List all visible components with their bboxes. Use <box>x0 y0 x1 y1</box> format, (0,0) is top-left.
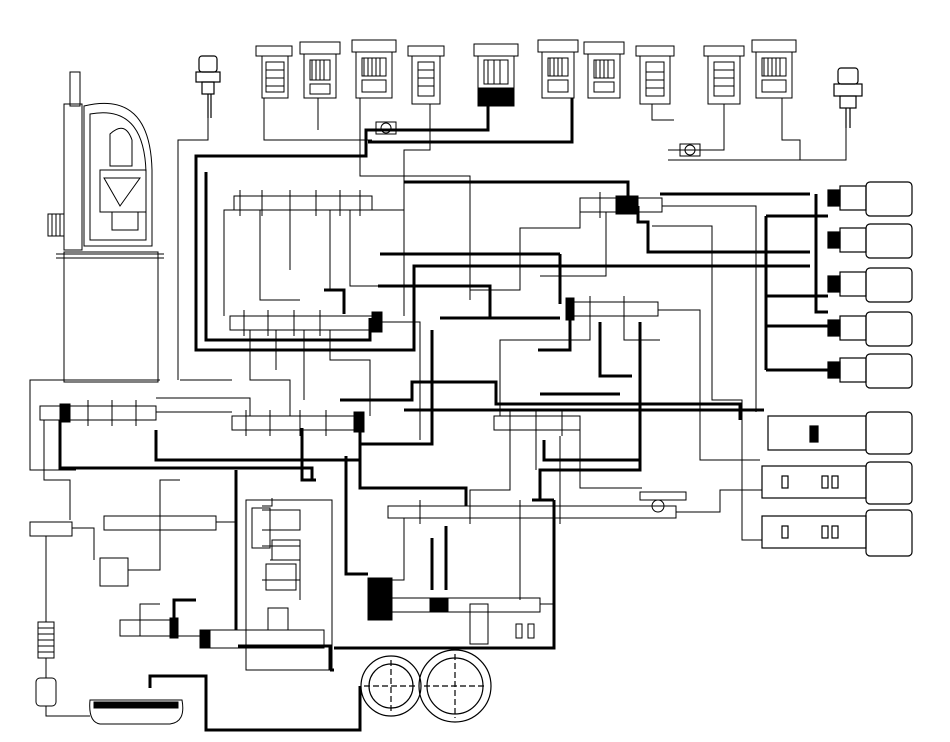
spool-valve-left <box>39 400 157 426</box>
spool-valve-regulator <box>367 577 541 645</box>
spool-valve-lower-left <box>231 410 365 436</box>
solenoid-valve-4 <box>407 45 445 105</box>
spool-valve-upper-right <box>579 192 663 218</box>
oil-pump <box>360 649 492 723</box>
pressure-sensor-left <box>195 55 221 118</box>
pressure-sensor-right <box>833 67 863 128</box>
hydraulic-lines-thick <box>58 98 828 732</box>
solenoid-valve-6 <box>537 39 579 99</box>
solenoid-valve-row <box>255 39 797 107</box>
solenoid-valve-1 <box>255 45 293 99</box>
spool-valve-bottom-left-b <box>119 617 179 639</box>
check-valves <box>375 121 701 639</box>
spool-valve-mid-right <box>565 296 659 322</box>
solenoid-valve-10 <box>751 39 797 99</box>
oil-pan <box>89 699 184 725</box>
spool-valve-upper <box>233 190 373 216</box>
spool-valve-bottom-center <box>199 607 325 649</box>
solenoid-valve-7 <box>583 41 625 99</box>
spool-valve-bottom-left-a <box>29 515 217 587</box>
spool-valve-long-center <box>387 491 687 524</box>
valve-spools <box>29 190 687 649</box>
accumulator-block <box>245 498 333 671</box>
solenoid-valve-3 <box>351 39 397 99</box>
oil-filter <box>35 621 57 712</box>
spool-valve-mid-left <box>229 310 383 336</box>
solenoid-valve-9 <box>703 45 745 105</box>
solenoid-valve-2 <box>299 41 341 99</box>
torque-converter <box>47 71 164 383</box>
solenoid-valve-5 <box>473 43 519 107</box>
solenoid-valve-8 <box>635 45 675 105</box>
clutch-packs <box>761 181 913 557</box>
spool-valve-lower-right <box>493 410 581 436</box>
hydraulic-lines-thin <box>29 98 847 717</box>
